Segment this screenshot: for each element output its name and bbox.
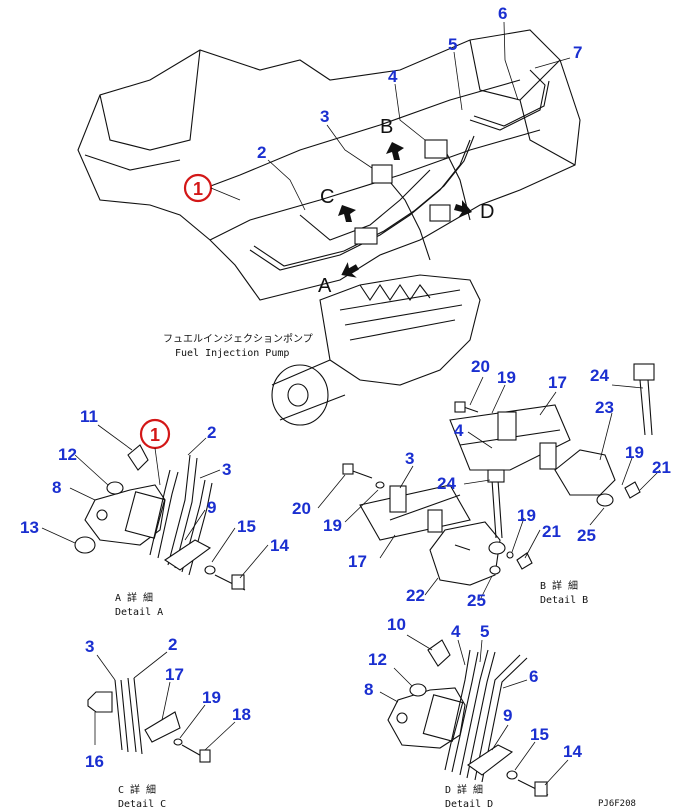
detail-a-callout-2: 2 [207, 423, 216, 442]
callout-7: 7 [573, 43, 582, 62]
detail-a-caption-en: Detail A [115, 607, 163, 618]
view-letter-a: A [318, 275, 332, 297]
middle-callout-21: 21 [542, 522, 561, 541]
view-letter-c: C [320, 186, 334, 208]
detail-c-callout-17: 17 [165, 665, 184, 684]
detail-d-callout-14: 14 [563, 742, 582, 761]
view-letter-d: D [480, 201, 494, 223]
detail-c-caption-en: Detail C [118, 799, 166, 809]
middle-callout-24: 24 [437, 474, 456, 493]
detail-b-caption-jp: B 詳 細 [540, 579, 578, 592]
detail-a-callout-12: 12 [58, 445, 77, 464]
detail-c-callout-3: 3 [85, 637, 94, 656]
detail-b-callout-17: 17 [548, 373, 567, 392]
detail-d-caption-en: Detail D [445, 799, 493, 809]
detail-c-caption-jp: C 詳 細 [118, 783, 156, 796]
detail-d: 10 4 5 12 6 8 9 15 14 D 詳 細 Detail D [364, 615, 582, 809]
callout-2: 2 [257, 143, 266, 162]
detail-d-callout-6: 6 [529, 667, 538, 686]
detail-b-callout-24: 24 [590, 366, 609, 385]
detail-d-callout-9: 9 [503, 706, 512, 725]
detail-d-caption-jp: D 詳 細 [445, 783, 483, 796]
detail-d-callout-4: 4 [451, 622, 461, 641]
detail-b-callout-19b: 19 [625, 443, 644, 462]
detail-d-callout-5: 5 [480, 622, 489, 641]
pump-caption-jp: フュエルインジェクションポンプ [163, 333, 313, 345]
detail-a-callout-14: 14 [270, 536, 289, 555]
detail-b-caption-en: Detail B [540, 595, 588, 606]
highlight-callout-detail-a-label: 1 [150, 425, 160, 445]
middle-callout-22: 22 [406, 586, 425, 605]
detail-c: 3 2 17 19 18 16 C 詳 細 Detail C [85, 635, 251, 809]
middle-callout-25: 25 [467, 591, 486, 610]
detail-c-callout-19: 19 [202, 688, 221, 707]
detail-b: 20 19 17 24 23 4 19 21 25 B 詳 細 Detail B [449, 357, 671, 606]
detail-c-callout-16: 16 [85, 752, 104, 771]
detail-c-callout-18: 18 [232, 705, 251, 724]
middle-callout-3: 3 [405, 449, 414, 468]
middle-callout-19b: 19 [517, 506, 536, 525]
drawing-code: PJ6F208 [598, 799, 636, 809]
detail-b-callout-21: 21 [652, 458, 671, 477]
middle-callout-19: 19 [323, 516, 342, 535]
detail-a-callout-3: 3 [222, 460, 231, 479]
detail-d-callout-10: 10 [387, 615, 406, 634]
detail-a-caption-jp: A 詳 細 [115, 591, 153, 604]
detail-a: 1 11 2 3 12 8 9 13 15 14 A 詳 細 Detail A [20, 407, 289, 618]
engine-assembly-drawing: B C D A フュエルインジェクションポンプ Fuel Injection P… [77, 4, 582, 426]
detail-d-callout-8: 8 [364, 680, 373, 699]
middle-callout-17: 17 [348, 552, 367, 571]
highlight-callout-main-label: 1 [193, 179, 203, 199]
detail-a-callout-13: 13 [20, 518, 39, 537]
detail-a-callout-8: 8 [52, 478, 61, 497]
middle-callout-20: 20 [292, 499, 311, 518]
detail-b-callout-4: 4 [454, 421, 464, 440]
detail-b-callout-25: 25 [577, 526, 596, 545]
detail-c-callout-2: 2 [168, 635, 177, 654]
detail-a-callout-11: 11 [80, 407, 98, 426]
detail-a-callout-9: 9 [207, 498, 216, 517]
detail-d-callout-15: 15 [530, 725, 549, 744]
pump-caption-en: Fuel Injection Pump [175, 348, 289, 359]
detail-a-callout-15: 15 [237, 517, 256, 536]
callout-3: 3 [320, 107, 329, 126]
detail-b-callout-23: 23 [595, 398, 614, 417]
middle-clamp-assembly: 3 24 20 19 19 21 17 22 25 [292, 449, 561, 610]
detail-b-callout-20: 20 [471, 357, 490, 376]
callout-4: 4 [388, 67, 398, 86]
detail-b-callout-19: 19 [497, 368, 516, 387]
view-letter-b: B [380, 116, 393, 138]
detail-d-callout-12: 12 [368, 650, 387, 669]
callout-6: 6 [498, 4, 507, 23]
callout-5: 5 [448, 35, 457, 54]
